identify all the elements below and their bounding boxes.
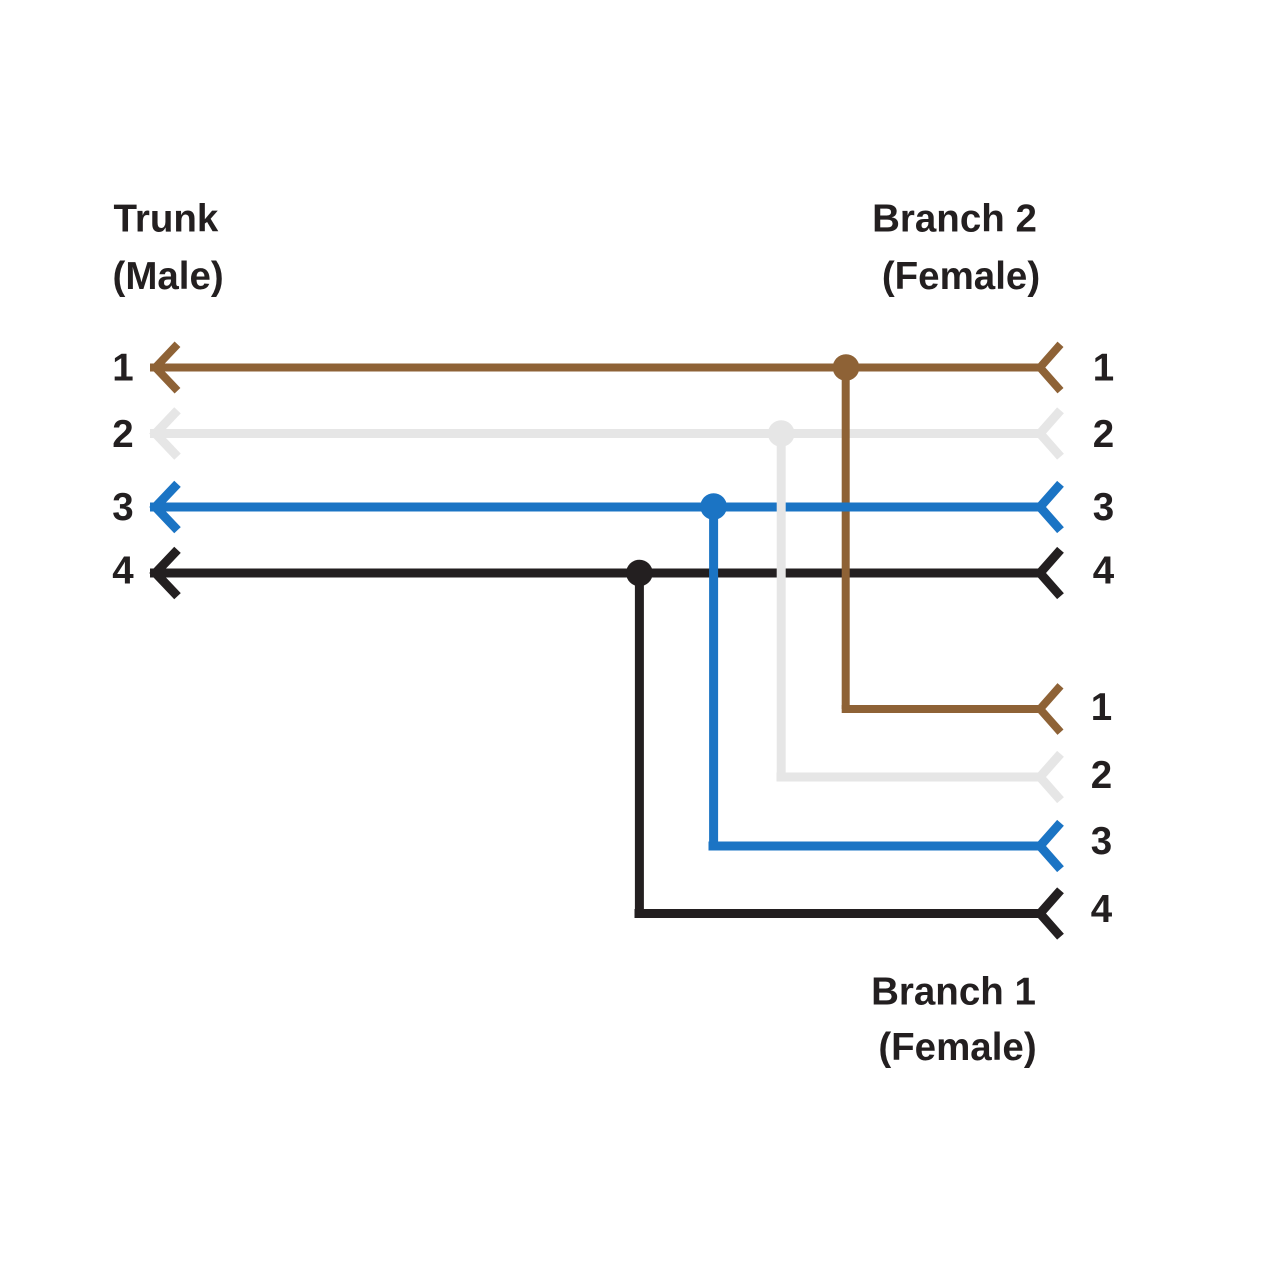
svg-text:4: 4 [1093, 550, 1115, 593]
svg-text:3: 3 [1093, 486, 1114, 529]
svg-text:Trunk: Trunk [114, 198, 219, 241]
svg-text:Branch 2: Branch 2 [872, 198, 1037, 241]
svg-text:(Female): (Female) [878, 1026, 1036, 1069]
svg-text:3: 3 [112, 486, 133, 529]
svg-text:2: 2 [112, 413, 133, 456]
svg-text:(Female): (Female) [882, 255, 1040, 298]
svg-text:3: 3 [1091, 820, 1112, 863]
svg-text:4: 4 [112, 550, 134, 593]
svg-text:1: 1 [1093, 347, 1114, 390]
svg-text:Branch 1: Branch 1 [871, 971, 1036, 1014]
svg-text:(Male): (Male) [113, 255, 224, 298]
svg-text:1: 1 [112, 347, 133, 390]
svg-text:4: 4 [1091, 888, 1113, 931]
svg-text:2: 2 [1093, 413, 1114, 456]
svg-text:1: 1 [1091, 686, 1112, 729]
svg-text:2: 2 [1091, 754, 1112, 797]
